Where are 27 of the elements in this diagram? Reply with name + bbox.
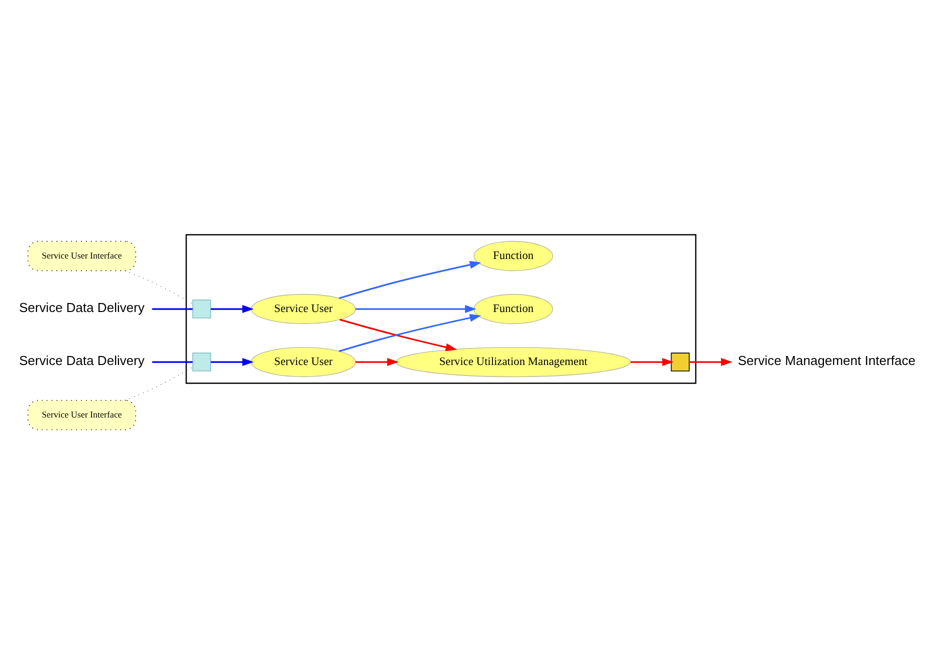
arrow [210, 358, 254, 366]
node-box: Service User Interface [28, 240, 136, 272]
arrow [210, 305, 254, 314]
node-text: Service Data Delivery [19, 300, 145, 316]
cluster [186, 234, 696, 384]
connector [124, 366, 193, 401]
arrow [338, 260, 482, 300]
arrow [355, 358, 399, 366]
arrow [338, 314, 482, 352]
node-ellipse: Service User [250, 346, 356, 378]
arrow [355, 305, 476, 314]
arrow [339, 318, 458, 352]
connector [152, 308, 193, 310]
node-ellipse: Function [474, 294, 554, 324]
arrow [630, 358, 674, 366]
node-box: Service User Interface [28, 400, 136, 430]
node-ellipse: Function [474, 240, 554, 272]
node-ellipse: Service User [250, 294, 356, 324]
connector [124, 270, 193, 304]
node-box [192, 300, 212, 318]
node-box [670, 352, 690, 372]
node-text: Service Management Interface [738, 353, 916, 368]
node-ellipse: Service Utilization Management [396, 346, 632, 378]
connector [152, 361, 193, 363]
node-box [192, 352, 212, 372]
arrow [689, 358, 732, 366]
node-text: Service Data Delivery [19, 353, 145, 368]
